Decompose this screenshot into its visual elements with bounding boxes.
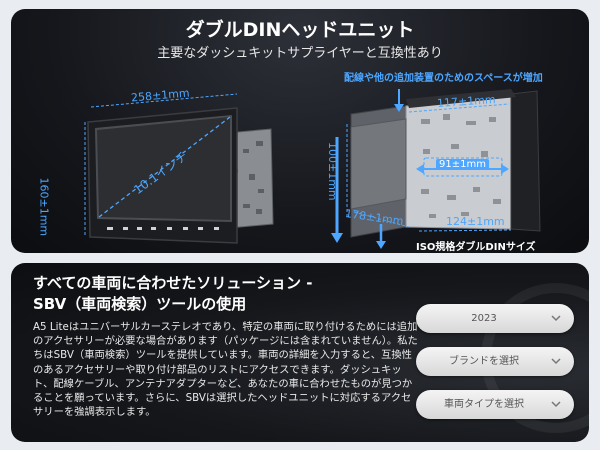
vehicle-type-select[interactable]: 車両タイプを選択: [416, 390, 574, 419]
panel-subtitle: 主要なダッシュキットサプライヤーと互換性あり: [157, 46, 443, 61]
unit-height-dimension: 100±1mm: [326, 142, 339, 201]
chevron-down-icon: [551, 401, 561, 408]
chevron-down-icon: [551, 315, 561, 322]
sbv-panel: すべての車両に合わせたソリューション - SBV（車両検索）ツールの使用 A5 …: [11, 263, 589, 442]
dimensions-panel: ダブルDINヘッドユニット 主要なダッシュキットサプライヤーと互換性あり: [11, 9, 589, 253]
inner-depth-dimension: 91±1mm: [436, 159, 489, 170]
brand-select[interactable]: ブランドを選択: [416, 347, 574, 376]
sbv-description: A5 Liteはユニバーサルカーステレオであり、特定の車両に取り付けるためには追…: [33, 321, 418, 419]
iso-size-caption: ISO規格ダブルDINサイズ: [416, 242, 536, 253]
year-select-value: 2023: [471, 313, 497, 324]
bottom-width-dimension: 124±1mm: [446, 215, 505, 228]
brand-select-value: ブランドを選択: [449, 356, 519, 367]
year-select[interactable]: 2023: [416, 304, 574, 333]
panel-title: ダブルDINヘッドユニット: [185, 19, 415, 41]
sbv-heading-line2: SBV（車両検索）ツールの使用: [33, 295, 247, 313]
chevron-down-icon: [551, 358, 561, 365]
head-unit-front-illustration: [84, 89, 541, 249]
sbv-heading-line1: すべての車両に合わせたソリューション -: [33, 274, 313, 292]
height-dimension: 160±1mm: [37, 177, 51, 237]
sbv-heading: すべての車両に合わせたソリューション - SBV（車両検索）ツールの使用: [33, 273, 393, 315]
vehicle-type-select-value: 車両タイプを選択: [444, 399, 524, 410]
space-note: 配線や他の追加装置のためのスペースが増加: [344, 73, 543, 84]
